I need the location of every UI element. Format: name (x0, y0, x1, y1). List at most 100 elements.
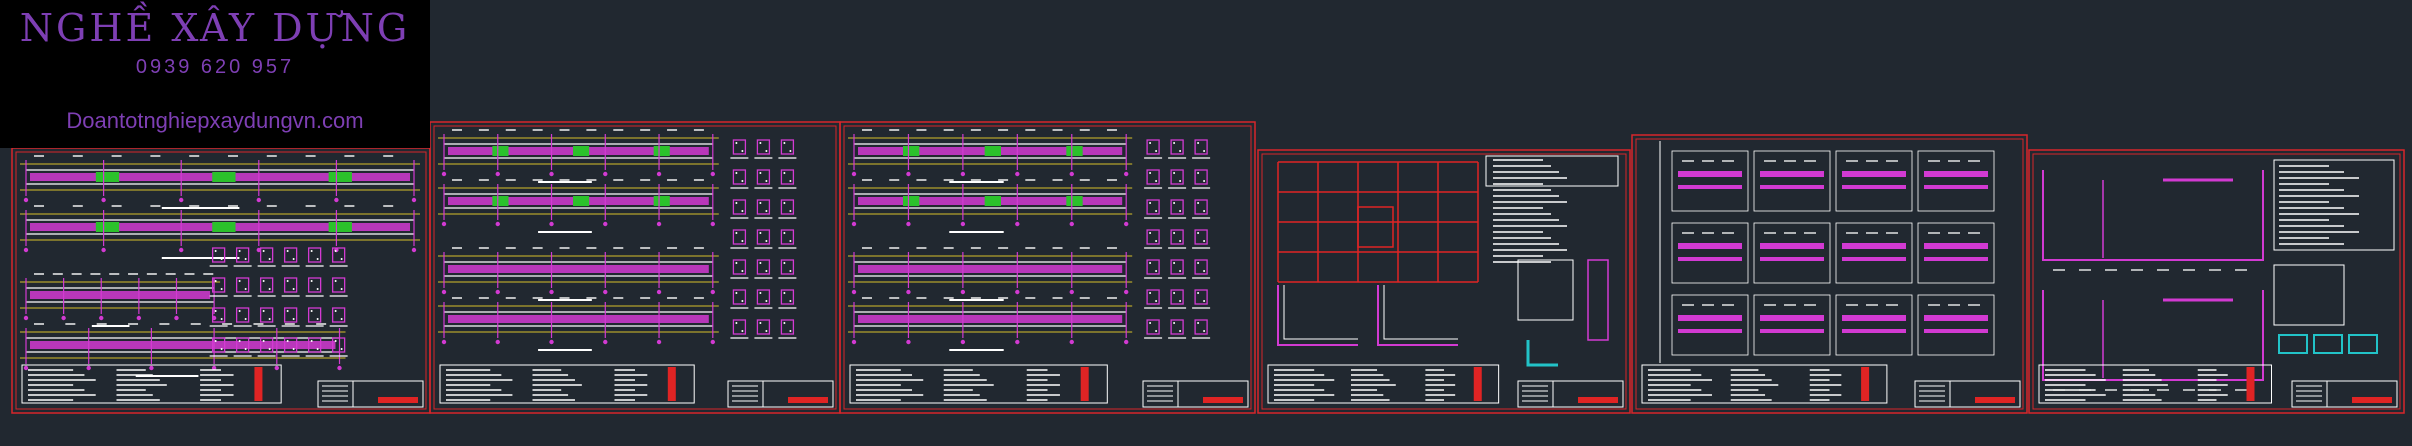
section-detail (283, 307, 298, 323)
sheet-inner-border (1261, 153, 1627, 410)
beam-support-zone (902, 146, 920, 156)
notes-box (2038, 364, 2272, 404)
rebar-dot (334, 310, 337, 312)
rebar-dot (1149, 142, 1152, 144)
grid-bubble (1069, 221, 1074, 227)
rebar-dot (286, 250, 289, 252)
rebar-dot (262, 340, 265, 342)
beam-rebar (448, 315, 709, 323)
rebar-dot (238, 310, 241, 312)
rebar-dot (1155, 270, 1158, 272)
sheet-inner-border (1635, 138, 2024, 410)
grid-bubble (960, 339, 966, 345)
rebar-dot (1197, 322, 1200, 324)
rebar-dot (286, 310, 289, 312)
grid-bubble (960, 289, 966, 295)
section-detail (1170, 319, 1184, 335)
cell-rebar (1924, 243, 1988, 249)
section-detail (1146, 199, 1160, 215)
rebar-dot (789, 150, 792, 152)
brand-watermark: NGHỀ XÂY DỰNG 0939 620 957 Doantotnghiep… (0, 0, 430, 148)
stamp-red-bar (378, 397, 418, 403)
sheet-5 (1631, 134, 2028, 414)
section-detail (732, 319, 747, 335)
section-detail (756, 229, 771, 245)
grid-bubble (906, 171, 911, 177)
rebar-dot (340, 258, 343, 260)
grid-bubble (549, 171, 554, 177)
cell-rebar (1924, 171, 1988, 177)
cyan-detail (1526, 340, 1558, 367)
rebar-dot (316, 258, 319, 260)
beam-support-zone (902, 196, 920, 206)
notes-box (849, 364, 1108, 404)
section-detail (1146, 259, 1160, 275)
section-detail (1194, 139, 1208, 155)
beam-support-zone (984, 146, 1001, 156)
section-detail (1170, 139, 1184, 155)
cell-rebar (1760, 329, 1824, 333)
rebar-dot (292, 348, 295, 350)
rebar-dot (1179, 210, 1182, 212)
rebar-dot (286, 280, 289, 282)
grid-bubble (656, 221, 662, 227)
beam-rebar (858, 315, 1123, 323)
rebar-dot (292, 288, 295, 290)
rebar-dot (735, 262, 738, 264)
rebar-dot (741, 330, 744, 332)
grid-bubble (495, 171, 500, 177)
notes-marker (254, 367, 263, 401)
rebar-dot (765, 150, 768, 152)
grid-bubble (1069, 289, 1074, 295)
title-stamp (317, 380, 424, 408)
beam-support-zone (653, 146, 670, 156)
rebar-dot (1179, 240, 1182, 242)
title-stamp (1142, 380, 1249, 408)
rebar-dot (1155, 210, 1158, 212)
rebar-dot (765, 180, 768, 182)
rebar-dot (783, 292, 786, 294)
section-detail (1170, 199, 1184, 215)
rebar-dot (1173, 292, 1176, 294)
rebar-dot (789, 300, 792, 302)
grid-bubble (851, 221, 857, 227)
rebar-dot (1173, 322, 1176, 324)
beam-support-zone (1066, 196, 1083, 206)
section-detail (331, 277, 346, 293)
sheet-inner-border (15, 151, 427, 410)
grid-bubble (495, 221, 500, 227)
rebar-dot (1179, 330, 1182, 332)
rebar-dot (238, 340, 241, 342)
beam-support-zone (212, 222, 236, 232)
rebar-dot (238, 280, 241, 282)
section-detail (756, 199, 771, 215)
brand-phone: 0939 620 957 (135, 56, 295, 78)
rebar-dot (735, 202, 738, 204)
rebar-dot (765, 300, 768, 302)
section-detail (1194, 169, 1208, 185)
sheet-contents (20, 129, 2398, 408)
rebar-dot (1149, 262, 1152, 264)
rebar-dot (765, 240, 768, 242)
section-cut-inner (1283, 285, 1358, 340)
section-detail (235, 247, 250, 263)
brand-website: Doantotnghiepxaydungvn.com (66, 108, 364, 133)
rebar-dot (1149, 292, 1152, 294)
rebar-dot (268, 318, 271, 320)
section-detail (780, 199, 795, 215)
rebar-dot (741, 240, 744, 242)
rebar-dot (334, 250, 337, 252)
rebar-dot (1155, 330, 1158, 332)
section-detail (211, 277, 226, 293)
beam-rebar (448, 265, 709, 273)
grid-bubble (337, 365, 342, 371)
section-cut (1277, 285, 1358, 346)
matrix-cell (1671, 222, 1749, 284)
section-detail (756, 319, 771, 335)
section-detail (732, 169, 747, 185)
rebar-dot (244, 288, 247, 290)
rebar-dot (1173, 172, 1176, 174)
rebar-dot (1197, 142, 1200, 144)
section-detail (756, 289, 771, 305)
section-detail (780, 289, 795, 305)
